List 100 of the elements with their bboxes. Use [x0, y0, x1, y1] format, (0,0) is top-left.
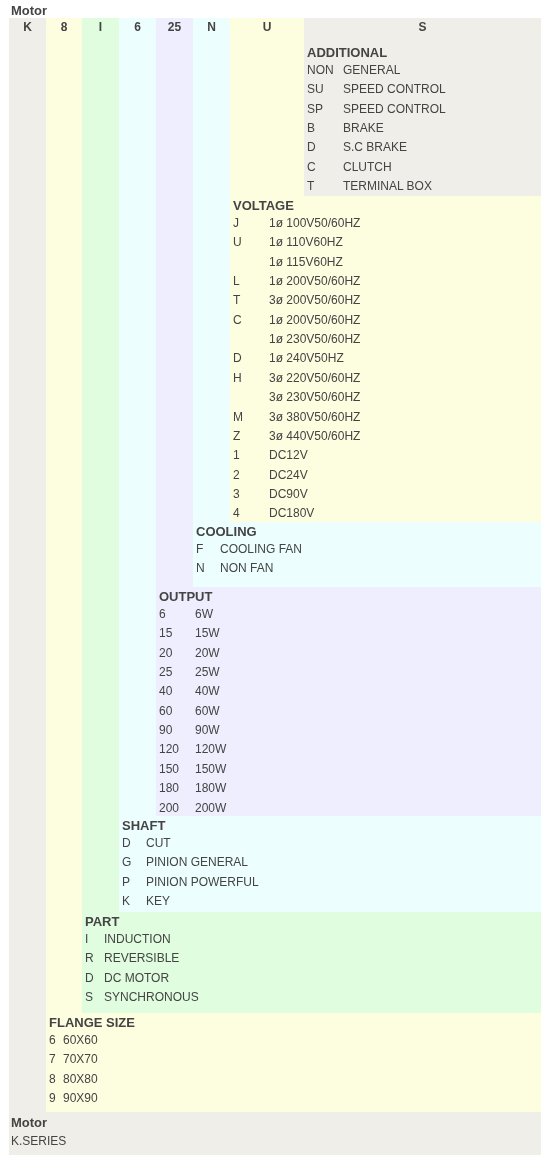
option-description: 25W: [195, 665, 220, 680]
option-description: 1ø 115V60HZ: [269, 254, 343, 269]
option-description: 70X70: [63, 1052, 98, 1067]
option-code: N: [196, 561, 205, 576]
option-description: 20W: [195, 645, 220, 660]
option-code: NON: [307, 63, 334, 77]
option-code: 6: [49, 1033, 56, 1047]
option-description: 3ø 230V50/60HZ: [269, 390, 361, 405]
option-description: NON FAN: [220, 561, 274, 576]
code-letter: N: [207, 20, 216, 34]
chart-title: Motor: [11, 4, 48, 18]
option-description: SPEED CONTROL: [343, 101, 446, 116]
option-code: 7: [49, 1052, 56, 1067]
option-description: 3ø 440V50/60HZ: [269, 428, 361, 443]
option-code: 120: [159, 742, 180, 757]
option-code: 180: [159, 781, 180, 796]
option-description: 1ø 230V50/60HZ: [269, 332, 361, 347]
option-code: 25: [159, 665, 173, 680]
option-description: 3ø 200V50/60HZ: [269, 293, 361, 308]
option-description: 1ø 110V60HZ: [269, 235, 343, 250]
option-description: CLUTCH: [343, 159, 392, 174]
option-code: 8: [49, 1071, 56, 1086]
option-code: C: [233, 312, 242, 327]
option-description: SPEED CONTROL: [343, 82, 446, 97]
option-code: 9: [49, 1091, 56, 1106]
option-description: 90W: [195, 723, 220, 738]
option-code: 150: [159, 761, 180, 776]
option-code: H: [233, 370, 242, 385]
option-description: DC12V: [269, 448, 308, 463]
option-description: 1ø 200V50/60HZ: [269, 312, 361, 327]
option-description: 15W: [195, 626, 220, 641]
option-code: 3: [233, 486, 240, 501]
option-code: 6: [159, 607, 166, 621]
option-description: 1ø 200V50/60HZ: [269, 274, 361, 289]
series-name: K.SERIES: [11, 1134, 67, 1148]
option-code: 15: [159, 626, 173, 641]
section-heading: VOLTAGE: [233, 199, 294, 213]
option-code: 4: [233, 506, 240, 521]
option-description: DC90V: [269, 486, 308, 501]
option-code: U: [233, 235, 242, 250]
option-description: 180W: [195, 781, 227, 796]
option-description: COOLING FAN: [220, 542, 302, 556]
option-code: B: [307, 121, 315, 136]
option-description: INDUCTION: [104, 932, 171, 946]
section-heading: PART: [85, 915, 120, 929]
option-code: R: [85, 951, 94, 966]
code-letter: K: [23, 20, 32, 34]
option-code: 1: [233, 448, 240, 463]
code-letter: I: [98, 20, 103, 34]
option-description: GENERAL: [343, 63, 401, 77]
option-description: DC180V: [269, 506, 315, 521]
option-description: PINION POWERFUL: [146, 874, 259, 889]
option-description: BRAKE: [343, 121, 384, 136]
option-code: F: [196, 542, 204, 556]
option-description: 6W: [195, 607, 213, 621]
option-description: KEY: [146, 894, 170, 909]
option-description: 3ø 220V50/60HZ: [269, 370, 361, 385]
option-code: 60: [159, 703, 173, 718]
code-letter: S: [418, 20, 427, 34]
option-code: P: [122, 874, 130, 889]
option-description: 60X60: [63, 1033, 98, 1047]
section-heading: FLANGE SIZE: [49, 1016, 135, 1030]
option-code: 200: [159, 800, 180, 815]
option-description: 80X80: [63, 1071, 98, 1086]
option-code: SP: [307, 101, 323, 116]
code-letter: 6: [134, 20, 141, 34]
option-description: DC MOTOR: [104, 970, 170, 985]
option-code: T: [307, 179, 315, 194]
option-code: 20: [159, 645, 173, 660]
option-code: G: [122, 855, 132, 870]
option-description: DC24V: [269, 467, 308, 482]
option-description: 120W: [195, 742, 227, 757]
code-letter: 8: [60, 20, 68, 34]
option-description: REVERSIBLE: [104, 951, 180, 966]
option-code: 90: [159, 723, 173, 738]
option-code: 2: [233, 467, 240, 482]
option-description: 200W: [195, 800, 227, 815]
option-code: 40: [159, 684, 173, 699]
option-description: 90X90: [63, 1091, 98, 1106]
option-code: J: [233, 216, 239, 230]
option-code: L: [233, 274, 240, 289]
option-code: D: [307, 140, 316, 155]
option-code: D: [85, 970, 94, 985]
section-heading: ADDITIONAL: [307, 46, 388, 60]
section-heading: SHAFT: [122, 819, 166, 833]
option-code: I: [85, 932, 89, 946]
option-description: 150W: [195, 761, 227, 776]
option-description: CUT: [146, 836, 171, 850]
option-code: SU: [307, 82, 324, 97]
option-description: PINION GENERAL: [146, 855, 249, 870]
option-description: 1ø 100V50/60HZ: [269, 216, 361, 230]
code-letter: U: [262, 20, 272, 34]
option-description: TERMINAL BOX: [343, 179, 432, 194]
option-code: D: [233, 351, 242, 366]
code-letter: 25: [167, 20, 182, 34]
option-code: C: [307, 159, 316, 174]
option-code: K: [122, 894, 130, 909]
option-code: D: [122, 836, 131, 850]
option-description: SYNCHRONOUS: [104, 990, 199, 1005]
option-description: 40W: [195, 684, 220, 699]
